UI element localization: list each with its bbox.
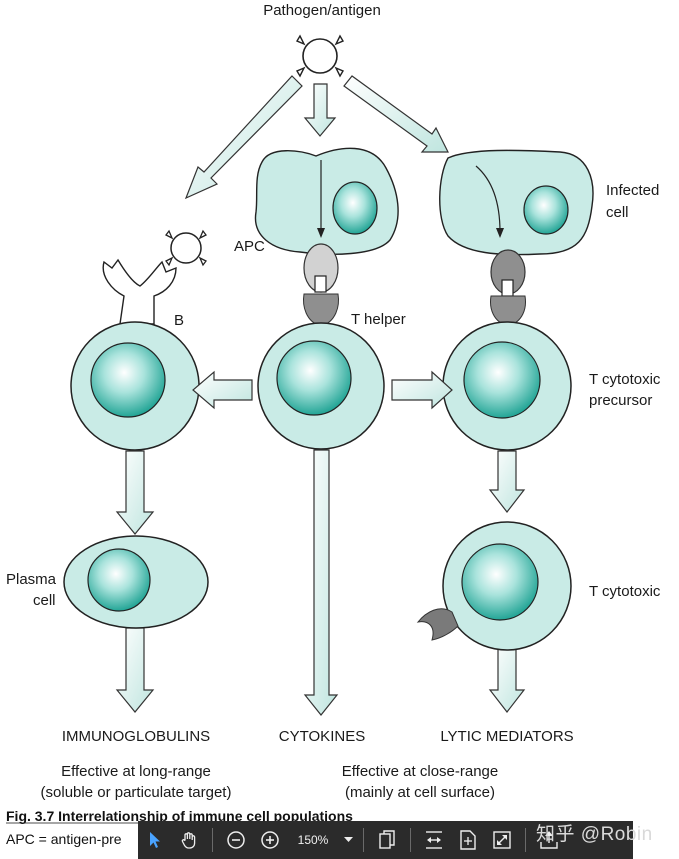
share-upload-icon[interactable]	[532, 821, 566, 859]
arrow-b-to-plasma	[115, 450, 155, 535]
label-infected-line1: Infected	[606, 182, 660, 199]
label-plasma-line2: cell	[33, 592, 56, 609]
t-cytotoxic-precursor-cell	[442, 321, 572, 451]
toolbar-divider	[410, 828, 411, 852]
label-tcp-line2: precursor	[589, 392, 653, 409]
label-effective-long-1: Effective at long-range	[61, 763, 211, 780]
select-pointer-icon[interactable]	[138, 821, 172, 859]
hand-pan-icon[interactable]	[172, 821, 206, 859]
label-apc: APC	[234, 238, 265, 255]
t-cytotoxic-cell	[416, 521, 572, 651]
label-effective-close-2: (mainly at cell surface)	[344, 784, 496, 801]
label-t-helper: T helper	[351, 311, 406, 328]
arrow-to-infected	[343, 75, 449, 153]
label-pathogen-antigen: Pathogen/antigen	[263, 2, 381, 19]
label-tcp-line1: T cytotoxic	[589, 371, 661, 388]
pathogen-antigen	[295, 34, 345, 78]
label-cytokines: CYTOKINES	[278, 728, 366, 745]
label-infected-line2: cell	[606, 204, 629, 221]
zoom-dropdown-icon[interactable]	[339, 821, 357, 859]
arrow-thelper-to-b	[192, 370, 253, 410]
page-view-icon[interactable]	[370, 821, 404, 859]
zoom-out-icon[interactable]	[219, 821, 253, 859]
apc-cell	[254, 147, 399, 327]
arrow-tcp-to-tc	[488, 450, 526, 513]
label-t-cytotoxic: T cytotoxic	[589, 583, 661, 600]
b-cell-receptor	[102, 258, 177, 325]
figure-caption-subtitle: APC = antigen-pre	[6, 831, 122, 847]
label-plasma-line1: Plasma	[6, 571, 57, 588]
arrow-to-b	[184, 75, 303, 200]
fit-page-icon[interactable]	[451, 821, 485, 859]
watermark-text: 知乎 @Robin	[536, 824, 653, 845]
label-lytic-mediators: LYTIC MEDIATORS	[440, 728, 574, 745]
label-immunoglobulins: IMMUNOGLOBULINS	[61, 728, 211, 745]
plasma-cell	[63, 535, 209, 629]
arrow-to-apc	[303, 83, 337, 137]
toolbar-divider	[212, 828, 213, 852]
fullscreen-icon[interactable]	[485, 821, 519, 859]
toolbar-divider	[363, 828, 364, 852]
arrow-thelper-to-cytokines	[303, 449, 339, 716]
t-helper-cell	[257, 322, 385, 450]
arrow-thelper-to-tc	[391, 370, 453, 410]
label-b: B	[174, 312, 185, 329]
toolbar-divider	[525, 828, 526, 852]
label-effective-long-2: (soluble or particulate target)	[40, 784, 232, 801]
fit-width-icon[interactable]	[417, 821, 451, 859]
figure-caption-title: Fig. 3.7 Interrelationship of immune cel…	[6, 808, 353, 824]
label-effective-close-1: Effective at close-range	[341, 763, 499, 780]
b-cell-antigen	[165, 229, 207, 267]
zoom-in-icon[interactable]	[253, 821, 287, 859]
b-cell	[70, 321, 200, 451]
infected-cell	[439, 149, 594, 327]
zoom-level-value[interactable]: 150%	[297, 833, 329, 847]
viewer-toolbar: 150%	[138, 821, 633, 859]
arrow-tc-to-lytic	[488, 647, 526, 713]
arrow-plasma-to-immunoglobulins	[115, 627, 155, 713]
